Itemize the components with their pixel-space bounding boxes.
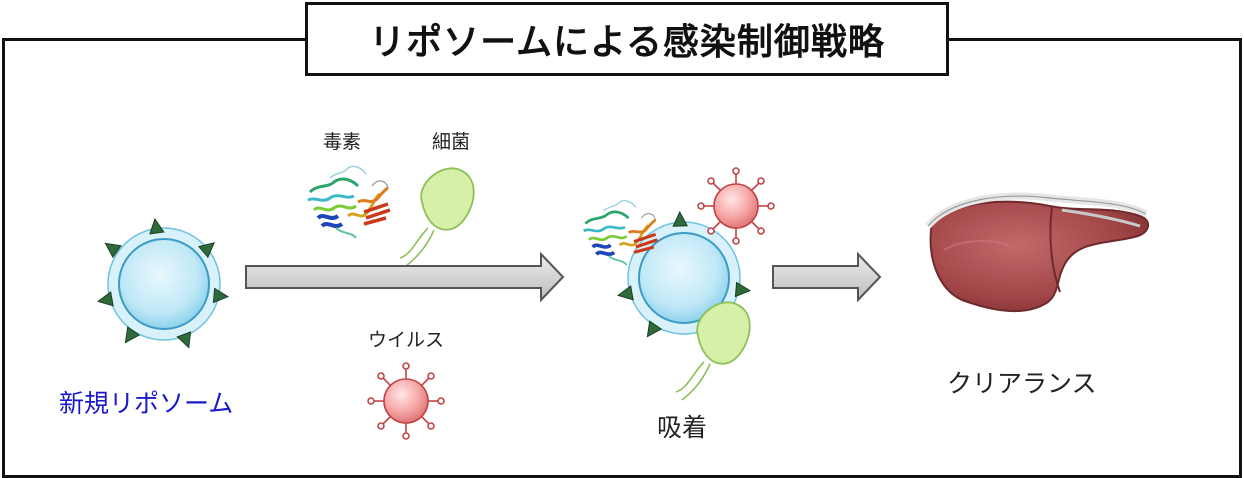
new-liposome-graphic bbox=[96, 217, 230, 351]
liver-graphic bbox=[925, 192, 1149, 313]
toxin-label: 毒素 bbox=[323, 131, 362, 153]
process-arrow-large bbox=[245, 251, 565, 303]
clearance-label: クリアランス bbox=[947, 369, 1097, 398]
virus-graphic bbox=[367, 362, 445, 440]
virus-label: ウイルス bbox=[368, 329, 445, 351]
adsorbed-liposome-graphic bbox=[616, 211, 752, 342]
bacteria-label: 細菌 bbox=[432, 131, 471, 153]
toxin-protein-graphic bbox=[306, 164, 392, 240]
adsorbed-virus-graphic bbox=[697, 167, 775, 245]
title-box: リポソームによる感染制御戦略 bbox=[305, 2, 949, 76]
bacteria-graphic bbox=[399, 167, 475, 267]
process-arrow-small bbox=[772, 251, 882, 303]
diagram-title: リポソームによる感染制御戦略 bbox=[369, 22, 885, 63]
new-liposome-label: 新規リポソーム bbox=[59, 389, 234, 418]
adsorption-label: 吸着 bbox=[657, 413, 708, 442]
